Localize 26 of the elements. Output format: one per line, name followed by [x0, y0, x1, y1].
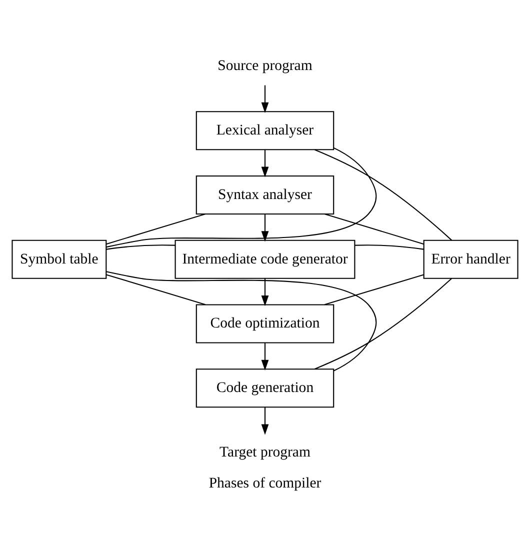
node-box: Syntax analyser: [196, 174, 334, 214]
node-box: Code optimization: [196, 304, 334, 343]
node-box: Error handler: [423, 239, 518, 278]
arrow: [261, 84, 269, 112]
node-text: Target program: [220, 444, 310, 460]
connector: [324, 274, 424, 305]
arrow: [261, 149, 269, 177]
connector: [314, 148, 452, 240]
caption: Phases of compiler: [208, 475, 322, 492]
node-box: Intermediate code generator: [174, 239, 356, 278]
arrow: [261, 214, 269, 242]
connector: [106, 274, 206, 305]
node-text: Source program: [218, 58, 312, 74]
connector: [106, 213, 206, 244]
arrow: [261, 406, 269, 434]
arrow: [261, 278, 269, 306]
node-box: Code generation: [196, 368, 334, 408]
connector: [355, 244, 424, 250]
arrow: [261, 342, 269, 370]
connector: [106, 244, 176, 250]
connector: [106, 146, 377, 248]
node-box: Symbol table: [12, 239, 107, 278]
node-box: Lexical analyser: [196, 110, 334, 150]
connector: [324, 213, 424, 244]
connector: [314, 278, 452, 369]
connector: [106, 270, 377, 371]
